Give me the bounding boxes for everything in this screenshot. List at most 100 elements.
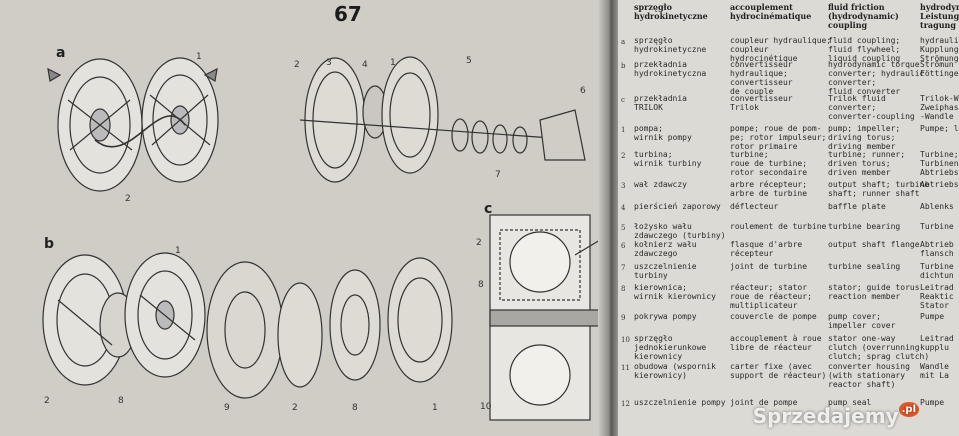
cell-line: jednokierunkowe xyxy=(634,343,707,352)
cell-line: wirnik turbiny xyxy=(634,159,702,168)
cell-line: converter; xyxy=(828,103,877,112)
cell-line: Abtriebs xyxy=(920,180,959,189)
cell-line: converter housing xyxy=(828,362,910,371)
figure-label-a: a xyxy=(56,45,66,61)
table-cell-c4: StrömunFöttinger xyxy=(920,60,959,78)
cell-line: reaction member xyxy=(828,292,901,301)
cell-line: dichtun xyxy=(920,271,954,280)
table-cell-c1: uszczelnienie pompy xyxy=(634,398,726,407)
cell-line: kierownicy) xyxy=(634,371,687,380)
cell-line: arbre récepteur; xyxy=(730,180,808,189)
cell-line: fluid flywheel; xyxy=(828,45,901,54)
cell-line: de couple xyxy=(730,87,774,96)
cell-line: Trilok xyxy=(730,103,759,112)
table-cell-c4: Turbine xyxy=(920,222,959,231)
cell-line: couvercle de pompe xyxy=(730,312,817,321)
callout: 1 xyxy=(432,403,438,413)
table-cell-c2: pompe; roue de pom-pe; rotor impulseur;r… xyxy=(730,124,826,151)
table-cell-c4: Pumpe xyxy=(920,398,959,407)
cell-line: Zweiphas xyxy=(920,103,959,112)
cell-line: multiplicateur xyxy=(730,301,798,310)
callout: 9 xyxy=(224,403,230,413)
callout: 8 xyxy=(352,403,358,413)
callout: 2 xyxy=(292,403,298,413)
cell-line: converter; xyxy=(828,78,877,87)
row-number: 12 xyxy=(621,400,630,408)
callout: 2 xyxy=(476,238,482,248)
cell-line: pump; impeller; xyxy=(828,124,901,133)
cell-line: rotor primaire xyxy=(730,142,798,151)
cell-line: converter; hydraulic xyxy=(828,69,925,78)
cell-line: przekładnia xyxy=(634,94,687,103)
table-cell-c3: turbine; runner;driven torus;driven memb… xyxy=(828,150,926,177)
cell-line: arbre de turbine xyxy=(730,189,808,198)
cell-line: déflecteur xyxy=(730,202,779,211)
callout: 2 xyxy=(44,396,50,406)
cell-line: flansch xyxy=(920,249,954,258)
callout: 2 xyxy=(125,194,131,204)
torque-converter-elements-b xyxy=(42,252,206,386)
table-cell-c1: pompa;wirnik pompy xyxy=(634,124,719,142)
cell-line: Kupplung xyxy=(920,45,959,54)
cell-line: Turbine xyxy=(920,222,954,231)
row-number: 3 xyxy=(621,182,626,190)
cell-line: rotor secondaire xyxy=(730,168,808,177)
cell-line: Wandle xyxy=(920,362,949,371)
cell-line: kierownica; xyxy=(634,283,687,292)
cell-line: Ablenks xyxy=(920,202,954,211)
row-number: 10 xyxy=(621,336,630,344)
cell-line: coupleur hydraulique; xyxy=(730,36,832,45)
cell-line: accouplement à roue xyxy=(730,334,822,343)
callout: 10 xyxy=(480,402,492,412)
cell-line: Föttinger xyxy=(920,69,959,78)
cell-line: driving member xyxy=(828,142,896,151)
cell-line: fluid converter xyxy=(828,87,901,96)
callout: 4 xyxy=(362,60,368,70)
cell-line: Abtriebs xyxy=(920,168,959,177)
cell-line: kołnierz wału xyxy=(634,240,697,249)
cell-line: stator one-way xyxy=(828,334,896,343)
cell-line: Strömung xyxy=(920,54,959,63)
cell-line: kupplu xyxy=(920,343,949,352)
cell-line: pump cover; xyxy=(828,312,881,321)
cell-line: uszczelnienie pompy xyxy=(634,398,726,407)
callout: 7 xyxy=(495,170,501,180)
cell-line: réacteur; stator xyxy=(730,283,808,292)
table-cell-c3: baffle plate xyxy=(828,202,926,211)
cell-line: converter-coupling xyxy=(828,112,915,121)
cell-line: carter fixe (avec xyxy=(730,362,812,371)
cell-line: Pumpe; l xyxy=(920,124,959,133)
table-cell-c1: turbina;wirnik turbiny xyxy=(634,150,719,168)
cell-line: joint de turbine xyxy=(730,262,808,271)
table-cell-c3: turbine bearing xyxy=(828,222,926,231)
table-cell-c3: turbine sealing xyxy=(828,262,926,271)
cell-line: zdawczego xyxy=(634,249,678,258)
cell-line: coupleur xyxy=(730,45,769,54)
cell-line: Turbinen xyxy=(920,159,959,168)
table-cell-c1: pierścień zaporowy xyxy=(634,202,721,211)
cell-line: turbiny xyxy=(634,271,668,280)
cell-line: turbine; xyxy=(730,150,769,159)
callout: 8 xyxy=(118,396,124,406)
cell-line: Reaktic xyxy=(920,292,954,301)
row-number: 11 xyxy=(621,364,630,372)
table-cell-c4: Abtriebs xyxy=(920,180,959,189)
cell-line: stator; guide torus xyxy=(828,283,920,292)
cell-line: roue de réacteur; xyxy=(730,292,812,301)
cell-line: flasque d'arbre xyxy=(730,240,803,249)
table-cell-c1: wał zdawczy xyxy=(634,180,719,189)
cell-line: hydrauli xyxy=(920,36,959,45)
cell-line: shaft; runner shaft xyxy=(828,189,920,198)
